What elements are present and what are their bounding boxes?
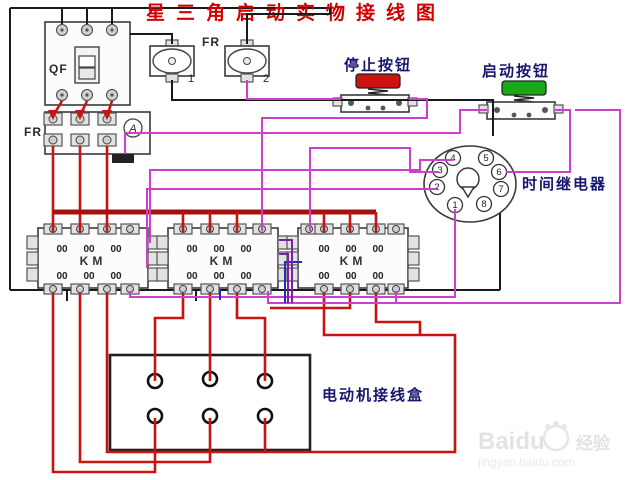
- time-relay-label: 时间继电器: [522, 175, 607, 193]
- km1-label: KM: [80, 254, 107, 268]
- start-button-label: 启动按钮: [482, 62, 550, 80]
- stop-button: 停止按钮: [332, 56, 418, 113]
- thermal-relay-fr: A FR: [24, 111, 151, 163]
- page-title: 星三角启动实物接线图: [146, 1, 446, 24]
- relay-pin-3: 3: [437, 165, 442, 176]
- fr-label: FR: [24, 125, 42, 139]
- km3-pole-mark: 00: [345, 244, 357, 255]
- fuse-1: 1: [149, 39, 195, 85]
- relay-pin-7: 7: [498, 184, 503, 195]
- km1-side-terminals: [26, 235, 160, 282]
- motor-box-label: 电动机接线盒: [322, 386, 424, 404]
- qf-bottom-terminals: [56, 89, 118, 101]
- fuse-2-number: 2: [263, 73, 269, 85]
- watermark-url: jingyan.baidu.com: [477, 455, 575, 469]
- contactor-km-3: 00 00 00 00 00 00 KM: [286, 223, 420, 295]
- km1-pole-mark: 00: [83, 271, 95, 282]
- qf-top-terminals: [56, 24, 118, 36]
- relay-pin-2: 2: [434, 182, 439, 193]
- watermark-badge: 经验: [576, 433, 611, 453]
- km2-pole-mark: 00: [186, 244, 198, 255]
- fuse-1-number: 1: [188, 73, 194, 85]
- km3-pole-mark: 00: [372, 244, 384, 255]
- circuit-breaker-qf: QF: [44, 21, 131, 106]
- relay-pin-6: 6: [496, 167, 501, 178]
- relay-pin-5: 5: [483, 153, 488, 164]
- qf-label: QF: [49, 62, 68, 76]
- fr-aux-contact: [112, 154, 134, 163]
- fr-terminals: [43, 112, 117, 147]
- motor-terminals: [146, 370, 274, 425]
- km3-pole-mark: 00: [345, 271, 357, 282]
- baidu-watermark: Baidu 经验 jingyan.baidu.com: [477, 421, 611, 469]
- km1-pole-mark: 00: [56, 271, 68, 282]
- blue-wires: [219, 261, 302, 303]
- km3-pole-mark: 00: [372, 271, 384, 282]
- km1-pole-mark: 00: [56, 244, 68, 255]
- relay-pin-1: 1: [452, 200, 457, 211]
- purple-wires: [279, 239, 293, 303]
- stop-button-spring: [367, 88, 389, 96]
- stop-button-cap: [355, 73, 401, 89]
- km2-label: KM: [210, 254, 237, 268]
- fuse-group-label: FR: [202, 35, 220, 49]
- km2-pole-mark: 00: [240, 271, 252, 282]
- qf-handle: [74, 46, 100, 84]
- km2-pole-mark: 00: [213, 271, 225, 282]
- start-button: 启动按钮: [478, 62, 564, 120]
- fuse-2: 2: [224, 39, 270, 85]
- watermark-brand: Baidu: [478, 428, 545, 455]
- km2-pole-mark: 00: [240, 244, 252, 255]
- contactor-km-2: 00 00 00 00 00 00 KM: [156, 223, 290, 295]
- km3-bottom-terminals: [314, 283, 405, 295]
- stop-button-label: 停止按钮: [344, 56, 412, 74]
- km3-pole-mark: 00: [318, 244, 330, 255]
- contactor-km-1: 00 00 00 00 00 00 KM: [26, 223, 160, 295]
- time-relay: 4 5 3 6 2 7 1 8 时间继电器: [423, 145, 607, 223]
- km3-top-terminals: [300, 223, 405, 235]
- start-button-spring: [513, 95, 535, 103]
- km1-pole-mark: 00: [110, 271, 122, 282]
- km2-pole-mark: 00: [186, 271, 198, 282]
- start-button-cap: [501, 80, 547, 96]
- km1-pole-mark: 00: [110, 244, 122, 255]
- km3-pole-mark: 00: [318, 271, 330, 282]
- km2-pole-mark: 00: [213, 244, 225, 255]
- relay-pin-4: 4: [450, 153, 455, 164]
- km3-label: KM: [340, 254, 367, 268]
- motor-terminal-box: 电动机接线盒: [108, 353, 424, 452]
- power-wires-red: [48, 100, 457, 474]
- relay-pin-8: 8: [481, 199, 486, 210]
- fr-dial-label: A: [128, 123, 136, 135]
- km1-pole-mark: 00: [83, 244, 95, 255]
